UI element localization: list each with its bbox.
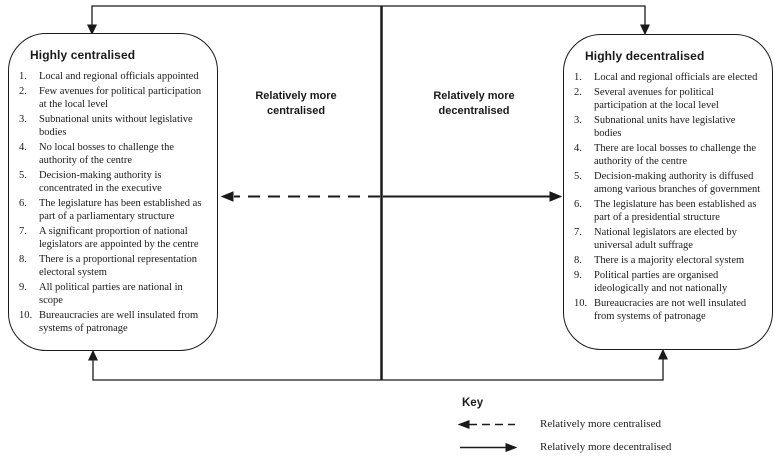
bottom-connector-line (92, 354, 664, 381)
list-item: Bureaucracies are well insulated from sy… (19, 309, 199, 334)
list-item: Several avenues for political participat… (574, 86, 719, 111)
list-item: Local and regional officials are elected (574, 71, 758, 84)
top-left-arrowhead-icon (87, 24, 97, 36)
list-item: The legislature has been established as … (19, 197, 202, 222)
bottom-left-arrowhead-icon (88, 349, 98, 361)
list-item: Local and regional officials appointed (19, 70, 199, 83)
key-title: Key (462, 397, 484, 409)
list-item: The legislature has been established as … (574, 198, 757, 223)
list-item: Decision-making authority is concentrate… (19, 169, 162, 194)
axis-label-line: Relatively more (433, 90, 515, 102)
highly-decentralised-box: Highly decentralised Local and regional … (563, 34, 773, 350)
list-item: National legislators are elected by univ… (574, 226, 737, 251)
axis-label-line: decentralised (438, 105, 510, 117)
centralised-arrowhead-icon (220, 191, 234, 202)
list-item: Decision-making authority is diffused am… (574, 170, 761, 195)
list-item: Subnational units have legislative bodie… (574, 114, 736, 139)
list-item: Bureaucracies are not well insulated fro… (574, 297, 747, 322)
list-item: There is a proportional representation e… (19, 253, 198, 278)
top-right-arrowhead-icon (640, 24, 650, 36)
list-item: Political parties are organised ideologi… (574, 269, 728, 294)
list-item: Subnational units without legislative bo… (19, 113, 193, 138)
decentralised-list: Local and regional officials are elected… (564, 71, 772, 323)
relatively-more-centralised-label: Relatively more centralised (216, 89, 376, 119)
list-item: No local bosses to challenge the authori… (19, 141, 175, 166)
decentralised-arrowhead-icon (549, 191, 563, 202)
highly-centralised-title: Highly centralised (30, 48, 136, 62)
centralised-list: Local and regional officials appointed F… (9, 70, 217, 335)
highly-decentralised-title: Highly decentralised (585, 49, 705, 63)
key-dashed-arrowhead-icon (457, 419, 470, 430)
key-solid-arrowhead-icon (505, 442, 518, 453)
highly-centralised-box: Highly centralised Local and regional of… (8, 33, 218, 351)
relatively-more-decentralised-label: Relatively more decentralised (394, 89, 554, 119)
key-entry-decentralised-label: Relatively more decentralised (540, 441, 672, 453)
bottom-right-arrowhead-icon (658, 348, 668, 360)
list-item: Few avenues for political participation … (19, 85, 202, 110)
list-item: There are local bosses to challenge the … (574, 142, 757, 167)
axis-label-line: centralised (266, 105, 326, 117)
top-connector-line (91, 5, 646, 30)
key-entry-centralised-label: Relatively more centralised (540, 418, 661, 430)
axis-label-line: Relatively more (255, 90, 337, 102)
list-item: A significant proportion of national leg… (19, 225, 199, 250)
list-item: All political parties are national in sc… (19, 281, 183, 306)
list-item: There is a majority electoral system (574, 254, 745, 267)
